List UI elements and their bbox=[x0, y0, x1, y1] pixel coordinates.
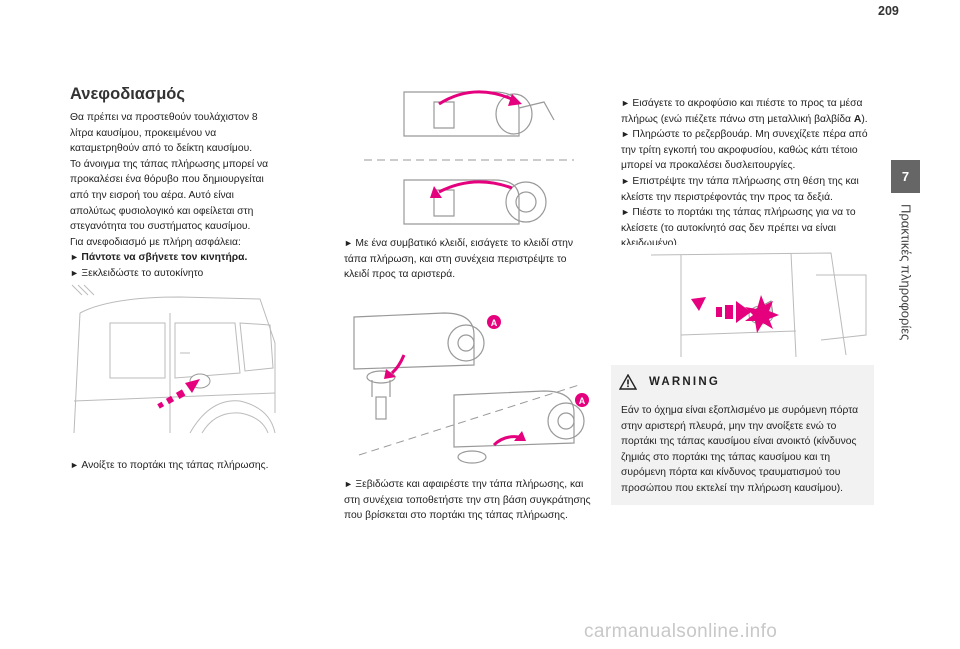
illustration-van-side bbox=[70, 283, 282, 445]
bullet-engine-off: Πάντοτε να σβήνετε τον κινητήρα. bbox=[70, 250, 282, 266]
bullet-replace-cap: Επιστρέψτε την τάπα πλήρωσης στη θέση τη… bbox=[621, 174, 872, 205]
warning-text: Εάν το όχημα είναι εξοπλισμένο με συρόμε… bbox=[621, 405, 859, 494]
bullet-nozzle-end: ). bbox=[861, 113, 868, 125]
illustration-key-turn bbox=[344, 80, 594, 238]
warning-triangle-icon bbox=[619, 374, 637, 390]
bullet-fill-tank: Πληρώστε το ρεζερβουάρ. Μη συνεχίζετε πέ… bbox=[621, 127, 872, 174]
column-1: Ανεφοδιασμός Θα πρέπει να προστεθούν του… bbox=[70, 84, 282, 297]
watermark: carmanualsonline.info bbox=[584, 621, 778, 642]
paragraph-min-fuel: Θα πρέπει να προστεθούν τουλάχιστον 8 λί… bbox=[70, 112, 258, 155]
bullet-key: Με ένα συμβατικό κλειδί, εισάγετε το κλε… bbox=[344, 236, 594, 283]
bullet-nozzle-text: Εισάγετε το ακροφύσιο και πιέστε το προς… bbox=[621, 98, 863, 125]
section-heading: Ανεφοδιασμός bbox=[70, 85, 185, 103]
column-3: Εισάγετε το ακροφύσιο και πιέστε το προς… bbox=[621, 96, 872, 252]
bullet-close-flap: Πιέστε το πορτάκι της τάπας πλήρωσης για… bbox=[621, 205, 872, 252]
chapter-tab[interactable]: 7 bbox=[891, 160, 920, 193]
bullet-nozzle-label: A bbox=[853, 113, 862, 125]
chapter-title: Πρακτικές πληροφορίες bbox=[898, 204, 914, 341]
warning-title: WARNING bbox=[649, 376, 720, 388]
illustration-cap-removal: A A bbox=[344, 305, 594, 465]
label-a-bottom: A bbox=[579, 396, 586, 406]
paragraph-safety: Για ανεφοδιασμό με πλήρη ασφάλεια: bbox=[70, 236, 241, 248]
caption-open-flap: Ανοίξτε το πορτάκι της τάπας πλήρωσης. bbox=[70, 458, 282, 474]
label-a-top: A bbox=[491, 318, 498, 328]
bullet-nozzle: Εισάγετε το ακροφύσιο και πιέστε το προς… bbox=[621, 96, 872, 127]
warning-box: WARNING Εάν το όχημα είναι εξοπλισμένο μ… bbox=[611, 365, 874, 505]
page-number: 209 bbox=[878, 4, 899, 18]
illustration-close-flap bbox=[621, 245, 872, 357]
paragraph-noise: Το άνοιγμα της τάπας πλήρωσης μπορεί να … bbox=[70, 158, 269, 233]
caption-cap-removal: Ξεβιδώστε και αφαιρέστε την τάπα πλήρωση… bbox=[344, 477, 596, 524]
warning-header: WARNING bbox=[611, 365, 874, 399]
